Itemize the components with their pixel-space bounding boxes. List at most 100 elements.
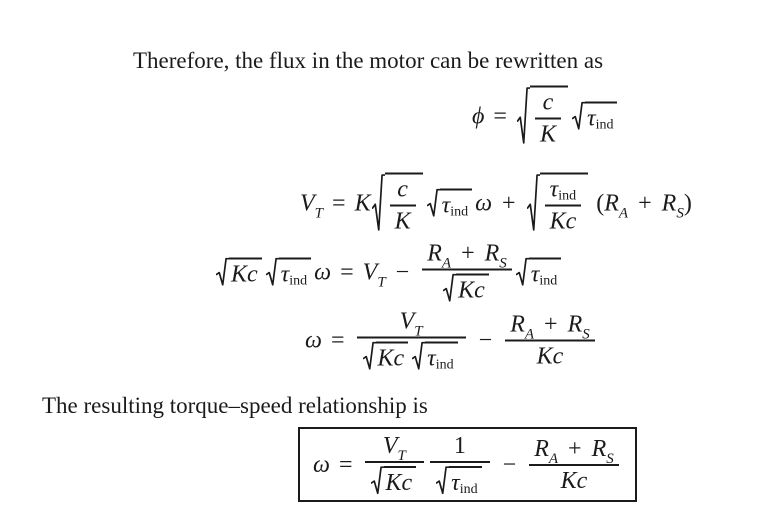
subscript-ind: ind (558, 188, 577, 204)
var-tau: τ (427, 345, 436, 372)
numerator: 1 (449, 434, 471, 458)
radicand: c K (529, 85, 568, 147)
var-v-t: VT (300, 190, 323, 221)
var-tau: τ (586, 105, 596, 132)
denominator: Kc (365, 466, 425, 495)
var-Kc: Kc (377, 345, 405, 372)
fraction-resistances-over-Kc: RA + RS Kc (529, 437, 619, 493)
radicand: Kc (383, 466, 417, 495)
var-tau: τ (549, 176, 559, 203)
subscript-T: T (397, 448, 406, 464)
denominator: Kc (532, 344, 569, 368)
subscript-ind: ind (459, 482, 478, 497)
radical-sign-icon (436, 466, 449, 495)
radicand: Kc (229, 257, 262, 288)
denominator: K (390, 210, 416, 234)
var-R: R (534, 435, 549, 462)
var-Kc: Kc (560, 467, 588, 494)
var-r-s: RS (662, 191, 684, 221)
equals-sign: = (340, 259, 354, 285)
var-V: V (300, 190, 315, 216)
subscript-A: A (548, 450, 559, 467)
denominator: Kc (437, 273, 497, 304)
fraction-resistances-over-sqrt-Kc: RA + RS Kc (422, 242, 512, 303)
fraction-bar (529, 463, 619, 466)
radical-sign-icon (527, 173, 540, 234)
denominator: Kc (545, 210, 582, 234)
sqrt-Kc: Kc (363, 341, 409, 372)
numeral-one: 1 (453, 433, 466, 459)
subscript-T: T (377, 274, 386, 290)
fraction-c-over-K: c K (534, 91, 561, 147)
var-R: R (510, 311, 525, 337)
var-R: R (604, 190, 619, 216)
var-v-t: VT (362, 259, 386, 290)
var-V: V (362, 259, 378, 285)
var-tau: τ (451, 470, 460, 496)
var-r-a: RA (427, 240, 451, 272)
left-paren: ( (596, 190, 605, 216)
numerator: c (538, 91, 559, 115)
sqrt-c-over-K: c K (372, 172, 423, 234)
plus-sign: + (638, 190, 652, 216)
subscript-ind: ind (289, 273, 308, 289)
var-r-a: RA (534, 435, 558, 467)
fraction-c-over-K: c K (389, 178, 416, 234)
numerator: VT (378, 433, 411, 464)
equals-sign: = (338, 451, 353, 478)
radical-sign-icon (216, 258, 229, 287)
var-r-s: RS (568, 312, 590, 342)
var-Kc: Kc (458, 277, 485, 304)
var-omega: ω (475, 190, 493, 216)
radical-sign-icon (572, 102, 585, 131)
fraction-bar (505, 339, 595, 341)
var-tau: τ (441, 192, 451, 219)
radical-sign-icon (517, 86, 530, 147)
fraction-vt-over-sqrt-Kc: VT Kc (364, 433, 425, 495)
var-V: V (382, 433, 398, 459)
var-R: R (427, 240, 442, 267)
var-Kc: Kc (536, 343, 564, 369)
denominator: K (535, 123, 561, 147)
var-r-s: RS (485, 242, 507, 272)
radical-sign-icon (371, 466, 384, 495)
subscript-S: S (582, 326, 590, 342)
var-Kc: Kc (549, 208, 577, 235)
var-tau: τ (280, 261, 290, 288)
radical-sign-icon (427, 189, 440, 218)
radical-sign-icon (412, 342, 425, 371)
sqrt-Kc: Kc (371, 466, 417, 495)
radical-sign-icon (363, 342, 376, 371)
fraction-bar (534, 117, 561, 120)
subscript-ind: ind (539, 273, 558, 289)
numerator: RA + RS (529, 435, 619, 467)
radical-sign-icon (516, 258, 529, 287)
fraction-resistances-over-Kc: RA + RS Kc (505, 312, 595, 368)
radical-sign-icon (443, 274, 456, 303)
sqrt-Kc: Kc (443, 273, 489, 304)
phi-symbol: ϕ (472, 103, 485, 129)
radicand: Kc (375, 341, 409, 372)
plus-sign: + (544, 311, 558, 337)
subscript-T: T (414, 323, 423, 340)
var-Kc: Kc (231, 261, 258, 288)
subscript-S: S (499, 255, 507, 272)
var-V: V (399, 308, 415, 335)
subscript-S: S (676, 205, 684, 221)
var-K: K (354, 190, 371, 216)
var-omega: ω (305, 327, 322, 353)
subscript-ind: ind (435, 357, 454, 373)
var-K: K (539, 121, 556, 148)
radical-sign-icon (266, 258, 279, 287)
